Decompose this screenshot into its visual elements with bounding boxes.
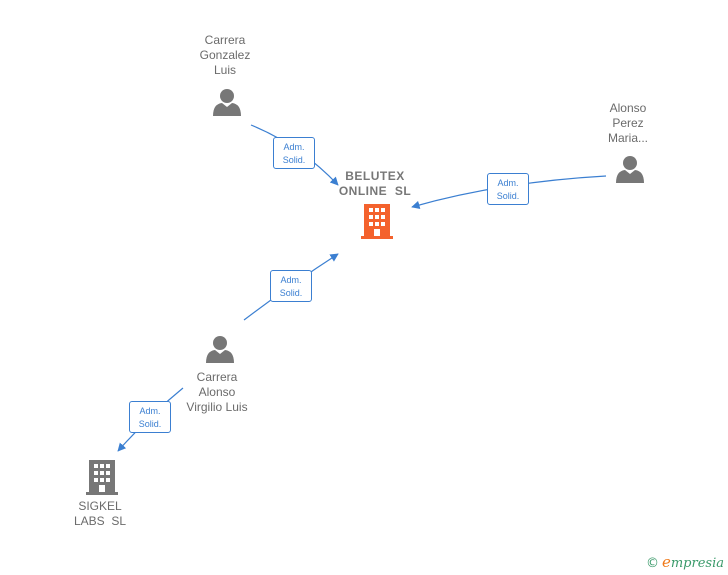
edge-label-alonso-perez[interactable]: Adm. Solid. bbox=[487, 173, 529, 205]
brand-name: mpresia bbox=[670, 556, 724, 571]
building-icon[interactable] bbox=[361, 204, 393, 239]
copyright-icon: © bbox=[645, 556, 659, 571]
node-label-belutex[interactable]: BELUTEX ONLINE SL bbox=[338, 169, 412, 198]
brand-footer: ©empresia bbox=[646, 553, 724, 571]
person-icon[interactable] bbox=[206, 336, 234, 363]
edge-label-carrera-alonso-belutex[interactable]: Adm. Solid. bbox=[270, 270, 312, 302]
node-label-alonso-perez[interactable]: Alonso Perez Maria... bbox=[607, 101, 648, 145]
building-icon[interactable] bbox=[86, 460, 118, 495]
node-label-sigkel[interactable]: SIGKEL LABS SL bbox=[73, 499, 127, 528]
edge-label-carrera-alonso-sigkel[interactable]: Adm. Solid. bbox=[129, 401, 171, 433]
edge-label-carrera-gonzalez[interactable]: Adm. Solid. bbox=[273, 137, 315, 169]
brand-initial: e bbox=[661, 553, 671, 571]
node-label-carrera-gonzalez[interactable]: Carrera Gonzalez Luis bbox=[199, 33, 251, 77]
node-label-carrera-alonso[interactable]: Carrera Alonso Virgilio Luis bbox=[186, 370, 248, 414]
person-icon[interactable] bbox=[213, 89, 241, 116]
person-icon[interactable] bbox=[616, 156, 644, 183]
